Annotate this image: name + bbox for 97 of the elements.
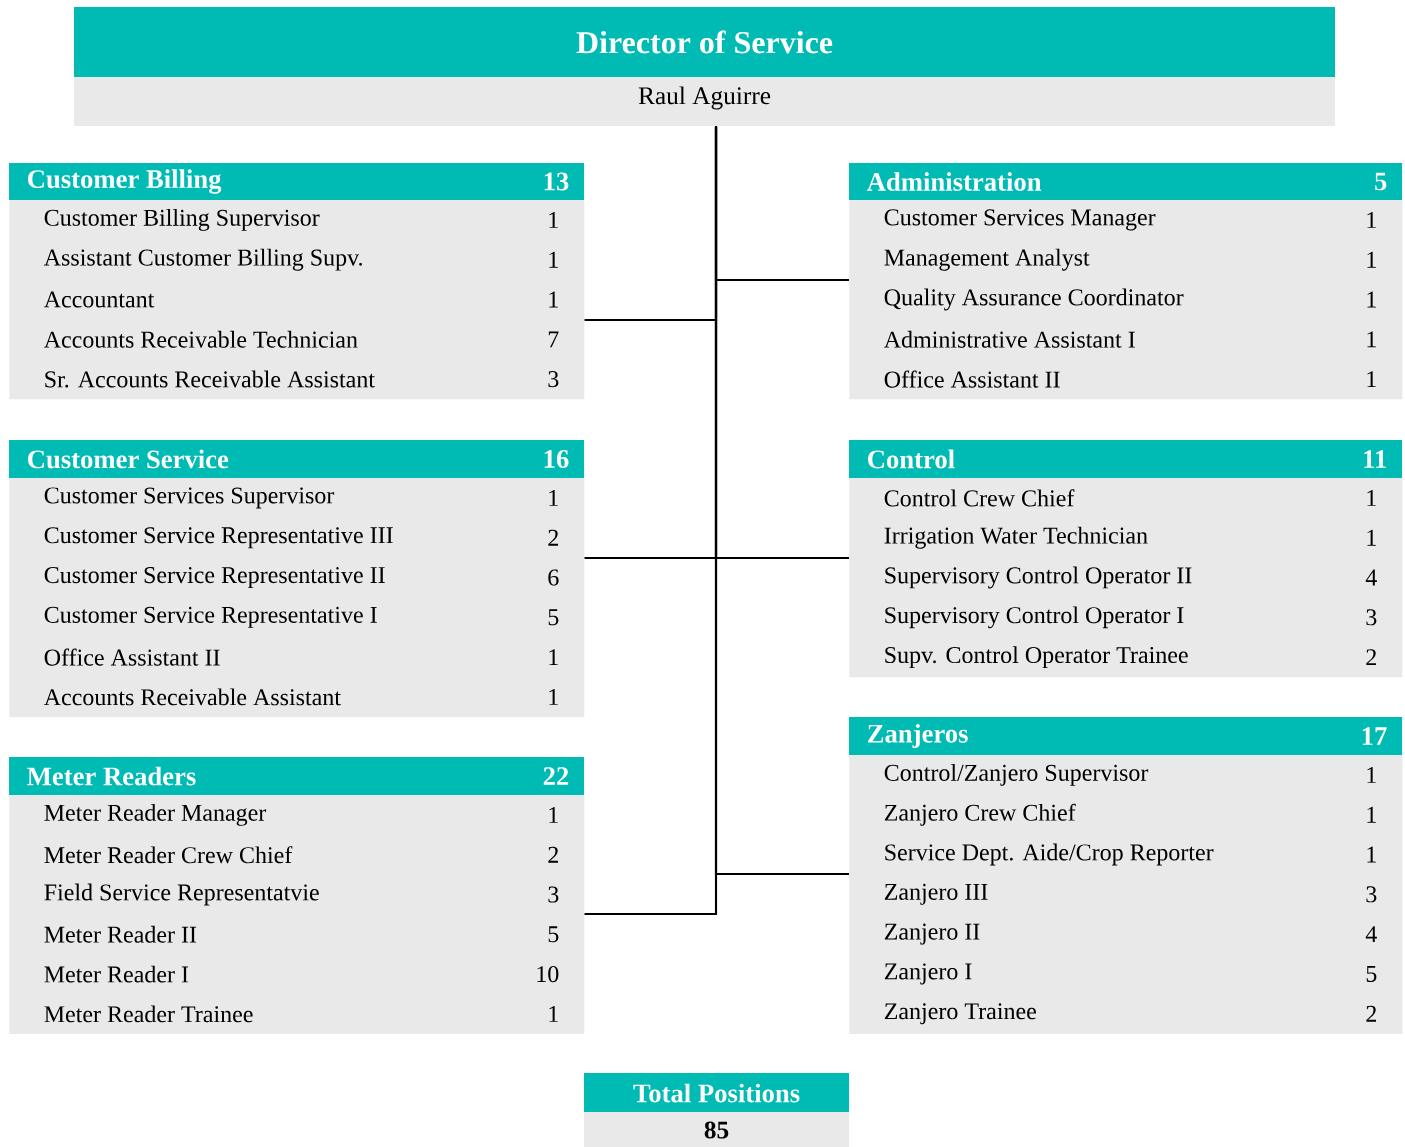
department-table [9, 163, 585, 400]
role-title: Meter Reader Manager [44, 804, 267, 826]
role-title: Office Assistant II [44, 648, 220, 666]
department-table [9, 757, 585, 1035]
role-title: Customer Service Representative II [44, 567, 385, 588]
node-label: Zanjeros [868, 723, 968, 749]
node-label: Customer Billing [28, 169, 222, 194]
node-label: Raul Aguirre [638, 86, 771, 110]
position-count: 3 [548, 886, 559, 903]
position-count: 1 [549, 212, 558, 228]
node-label: 16 [544, 450, 569, 468]
position-count: 1 [549, 649, 558, 666]
department-table [9, 440, 585, 718]
role-title: Service Dept. Aide/Crop Reporter [885, 843, 1214, 866]
position-count: 2 [1366, 649, 1376, 666]
role-title: Quality Assurance Coordinator [884, 288, 1184, 311]
department-table [849, 163, 1403, 400]
role-title: Meter Reader II [44, 925, 197, 943]
role-title: Accountant [43, 291, 155, 308]
role-title: Supervisory Control Operator II [885, 566, 1192, 589]
role-title: Zanjero I [884, 963, 972, 985]
position-count: 5 [1366, 965, 1377, 982]
position-count: 1 [1367, 846, 1376, 863]
role-title: Field Service Representatvie [44, 883, 319, 906]
role-title: Accounts Receivable Technician [43, 330, 358, 348]
position-count: 3 [1366, 886, 1377, 903]
position-count: 1 [549, 291, 558, 308]
role-title: Meter Reader Crew Chief [44, 846, 293, 864]
role-title: Supervisory Control Operator I [885, 606, 1184, 629]
table-header: Administration 5 [849, 163, 1402, 200]
node-label: Customer Service [28, 449, 229, 469]
table-header: Customer Service 16 [9, 440, 584, 478]
position-count: 1 [549, 689, 558, 705]
role-title: Customer Service Representative III [44, 527, 393, 549]
role-title: Customer Services Manager [884, 209, 1156, 231]
node-label: Administration [866, 172, 1042, 191]
role-title: Irrigation Water Technician [884, 526, 1148, 549]
role-title: Customer Service Representative I [44, 606, 377, 628]
role-title: Zanjero III [884, 883, 988, 905]
node-label: 11 [1364, 450, 1386, 468]
position-count: 3 [548, 371, 559, 388]
position-count: 3 [1366, 609, 1377, 626]
table-header: Zanjeros 17 [849, 717, 1402, 755]
connector-line [584, 126, 718, 916]
role-title: Office Assistant II [884, 370, 1060, 388]
node-label: 13 [544, 172, 569, 191]
position-count: 1 [1367, 767, 1376, 783]
role-title: Accounts Receivable Assistant [43, 688, 341, 706]
node-label: 22 [543, 767, 569, 785]
position-count: 1 [549, 807, 558, 823]
role-title: Zanjero Crew Chief [884, 803, 1076, 826]
position-count: 1 [1367, 212, 1376, 228]
node-label: 17 [1362, 727, 1387, 745]
table-header: Customer Billing 13 [9, 163, 584, 200]
department-table [849, 717, 1403, 1034]
node-label: Meter Readers [27, 766, 196, 786]
role-title: Assistant Customer Billing Supv. [43, 248, 362, 271]
position-count: 1 [1367, 331, 1376, 348]
role-title: Administrative Assistant I [883, 330, 1135, 348]
position-count: 1 [1367, 371, 1376, 388]
position-count: 1 [549, 251, 558, 268]
position-count: 5 [548, 926, 559, 943]
position-count: 6 [548, 569, 559, 586]
role-title: Control Crew Chief [884, 489, 1075, 507]
role-title: Control/Zanjero Supervisor [884, 764, 1149, 786]
role-title: Zanjero Trainee [884, 1003, 1036, 1025]
role-title: Zanjero II [884, 923, 980, 945]
node-label: 5 [1375, 172, 1387, 191]
role-title: Sr. Accounts Receivable Assistant [45, 370, 375, 388]
position-count: 1 [1367, 529, 1376, 546]
position-count: 1 [1367, 806, 1376, 823]
role-title: Meter Reader Trainee [44, 1005, 253, 1023]
position-count: 4 [1365, 926, 1377, 942]
position-count: 4 [1365, 569, 1377, 586]
table-header: Meter Readers 22 [9, 757, 584, 795]
node-label: 85 [704, 1121, 729, 1139]
role-title: Management Analyst [884, 248, 1090, 271]
position-count: 2 [548, 529, 558, 546]
department-table [849, 440, 1403, 678]
position-count: 2 [548, 846, 558, 863]
director-box: Director of Service Raul Aguirre [74, 7, 1335, 126]
position-count: 7 [548, 331, 559, 348]
role-title: Supv. Control Operator Trainee [885, 646, 1188, 668]
role-title: Meter Reader I [44, 965, 189, 983]
node-label: Control [868, 449, 955, 469]
position-count: 1 [549, 490, 558, 506]
position-count: 10 [537, 966, 559, 983]
role-title: Customer Billing Supervisor [44, 209, 320, 231]
position-count: 1 [1367, 291, 1376, 308]
total-box: Total Positions 85 [584, 1073, 849, 1147]
position-count: 5 [548, 609, 559, 626]
position-count: 1 [1367, 490, 1376, 506]
position-count: 1 [549, 1006, 558, 1022]
position-count: 2 [1366, 1005, 1376, 1022]
role-title: Customer Services Supervisor [44, 487, 335, 509]
position-count: 1 [1367, 251, 1376, 268]
table-header: Control 11 [849, 440, 1402, 478]
